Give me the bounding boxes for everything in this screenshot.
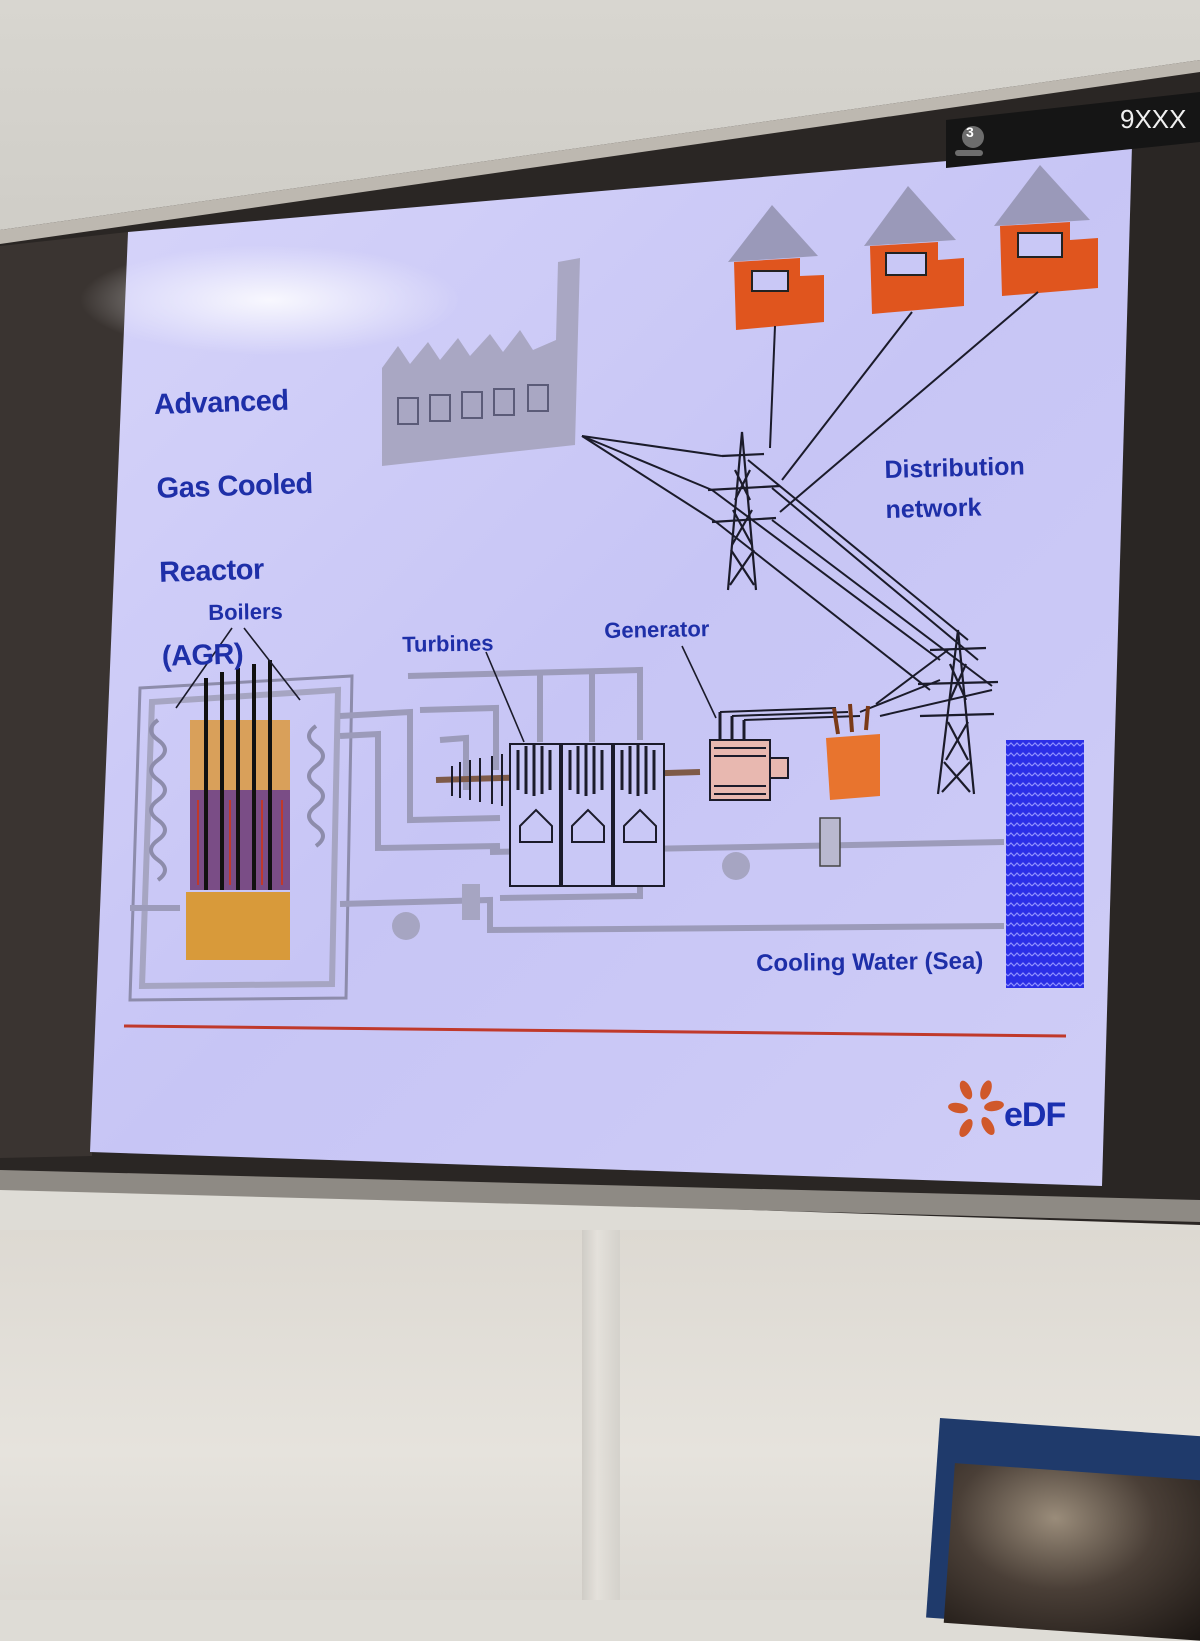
title-line-1: Advanced — [153, 384, 290, 421]
slide-title: Advanced Gas Cooled Reactor (AGR) — [152, 337, 320, 720]
turbines-label: Turbines — [402, 630, 494, 657]
screen-left-dark — [0, 232, 128, 1158]
valve-icon — [462, 884, 480, 920]
transformer-icon — [826, 703, 880, 800]
boilers-label: Boilers — [208, 598, 284, 625]
boiler-coil-left — [149, 718, 167, 882]
house-icon-3 — [994, 165, 1098, 296]
title-line-4: (AGR) — [161, 638, 244, 673]
pylon-icon-1 — [707, 431, 781, 591]
generator-icon — [709, 707, 861, 801]
distribution-network-label: Distribution network — [884, 446, 1026, 530]
power-lines — [581, 291, 1039, 717]
cooling-water-label: Cooling Water (Sea) — [756, 947, 984, 977]
reactor-building — [128, 674, 354, 1002]
framed-photo-image — [943, 1463, 1200, 1641]
monitor-bottom-edge — [0, 1170, 1200, 1222]
turbine-icon — [435, 743, 701, 887]
title-line-2: Gas Cooled — [156, 468, 314, 505]
monitor-top-edge — [0, 60, 1200, 244]
factory-icon — [382, 258, 580, 466]
filter-icon — [819, 817, 841, 867]
screen-glare — [80, 245, 460, 355]
distribution-label-line-2: network — [885, 493, 982, 524]
screen-corner-code: 9XXX — [1120, 104, 1187, 134]
boiler-coil-right — [307, 724, 325, 848]
title-line-3: Reactor — [158, 553, 265, 589]
badge-base-icon — [955, 150, 983, 156]
badge-number: 3 — [966, 124, 974, 140]
display-screen — [0, 60, 1200, 1225]
boiler-pointer-lines — [175, 627, 301, 709]
steam-pipes — [130, 666, 1005, 934]
corner-banner — [946, 92, 1200, 168]
house-icon-2 — [864, 186, 964, 314]
edf-logo-icon — [948, 1080, 1004, 1138]
house-icon-1 — [728, 205, 824, 330]
wall-panel-seam — [582, 1230, 620, 1600]
sea-water-icon — [1006, 740, 1084, 988]
slide-divider — [123, 1024, 1067, 1038]
pylon-icon-2 — [917, 629, 999, 795]
pump-icon-2 — [722, 852, 750, 880]
pump-icon-1 — [392, 912, 420, 940]
generator-pointer-line — [681, 645, 717, 719]
distribution-label-line-1: Distribution — [884, 452, 1026, 484]
reactor-core — [186, 660, 290, 960]
framed-photo — [926, 1418, 1200, 1641]
generator-label: Generator — [604, 616, 710, 643]
edf-logo-text: eDF — [1004, 1096, 1066, 1134]
turbine-pointer-line — [485, 651, 525, 743]
badge-icon — [962, 126, 984, 148]
